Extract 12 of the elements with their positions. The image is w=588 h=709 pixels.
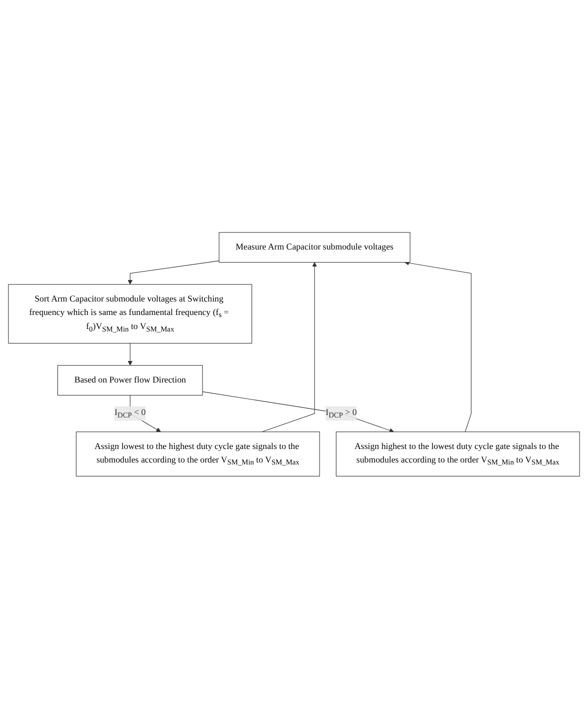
- arrow: [202, 392, 394, 433]
- arrow: [128, 260, 220, 285]
- edge-label: I$_{DCP}$ > 0: [326, 408, 357, 420]
- node-box: Sort Arm Capacitor submodule voltages at Switching frequency which is same as fundamental frequency (f$_{s}$ = f$_{0}$)V$_{SM_Min}$ to V$_{SM_Max}$: [8, 284, 252, 344]
- node-box: Assign lowest to the highest duty cycle gate signals to the submodules according to the order V$_{SM_Min}$ to V$_{SM_Max}$: [76, 432, 320, 477]
- arrow: [128, 343, 133, 366]
- node-box: Measure Arm Capacitor submodule voltages: [218, 232, 410, 263]
- edge-label: I$_{DCP}$ < 0: [114, 408, 146, 420]
- node-box: Assign highest to the lowest duty cycle gate signals to the submodules according to the order V$_{SM_Min}$ to V$_{SM_Max}$: [336, 432, 580, 477]
- arrow: [262, 262, 317, 432]
- node-box: Based on Power flow Direction: [57, 365, 203, 396]
- arrow: [404, 260, 472, 432]
